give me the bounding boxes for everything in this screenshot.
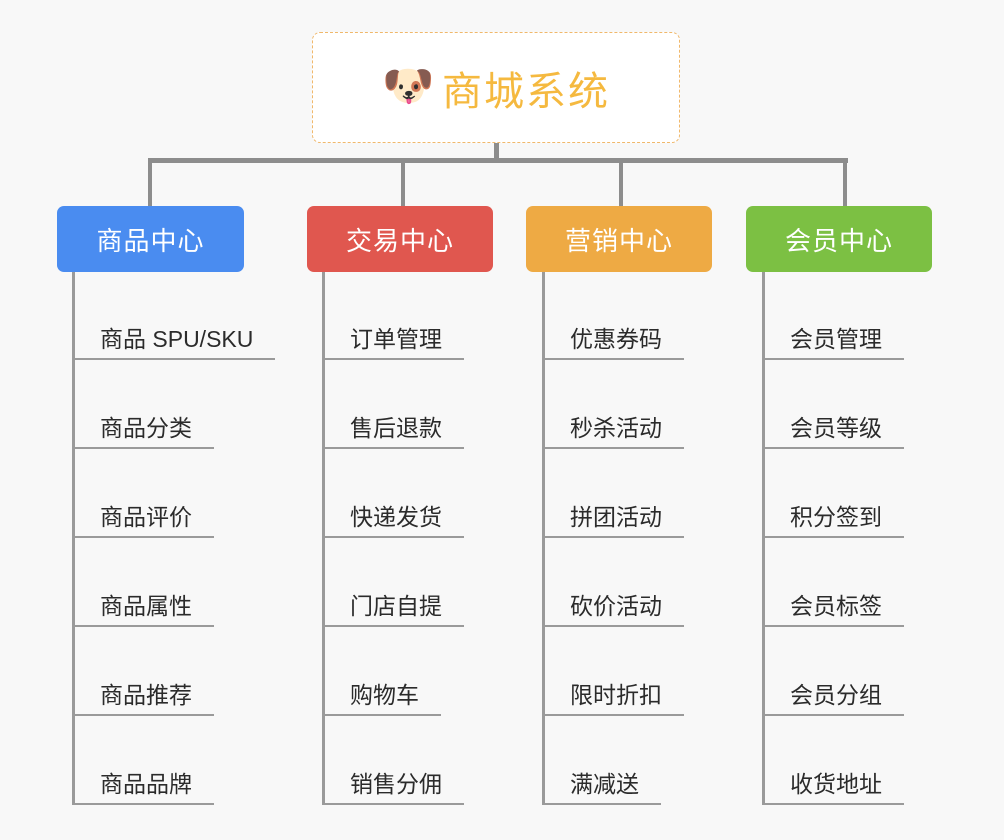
leaf-item-label: 商品评价	[100, 503, 192, 530]
branch-spine	[322, 272, 325, 805]
leaf-item-label: 售后退款	[350, 414, 442, 441]
leaf-item[interactable]: 满减送	[542, 741, 661, 805]
page-title: 商城系统	[442, 69, 610, 114]
leaf-item-label: 会员标签	[790, 592, 882, 619]
leaf-item[interactable]: 会员分组	[762, 652, 904, 716]
leaf-item-label: 商品属性	[100, 592, 192, 619]
leaf-item[interactable]: 商品分类	[72, 385, 214, 449]
leaf-item-label: 商品 SPU/SKU	[100, 325, 254, 352]
root-node-card[interactable]: 🐶 商城系统	[312, 32, 680, 143]
leaf-item-label: 商品品牌	[100, 770, 192, 797]
leaf-item-label: 商品分类	[100, 414, 192, 441]
connector-drop-2	[401, 158, 405, 208]
dog-face-icon: 🐶	[382, 61, 435, 109]
leaf-item[interactable]: 售后退款	[322, 385, 464, 449]
category-label: 会员中心	[784, 225, 893, 256]
category-box-member-center[interactable]: 会员中心	[746, 206, 932, 272]
leaf-item[interactable]: 订单管理	[322, 296, 464, 360]
category-label: 交易中心	[345, 225, 454, 256]
leaf-item-label: 会员分组	[790, 681, 882, 708]
leaf-item-label: 会员管理	[790, 325, 882, 352]
leaf-item-label: 秒杀活动	[570, 414, 662, 441]
leaf-item[interactable]: 限时折扣	[542, 652, 684, 716]
leaf-item[interactable]: 商品评价	[72, 474, 214, 538]
leaf-item[interactable]: 购物车	[322, 652, 441, 716]
branch-spine	[542, 272, 545, 805]
leaf-item-label: 快递发货	[350, 503, 442, 530]
leaf-item-label: 收货地址	[790, 770, 882, 797]
leaf-item[interactable]: 商品品牌	[72, 741, 214, 805]
connector-drop-3	[619, 158, 623, 208]
leaf-item[interactable]: 快递发货	[322, 474, 464, 538]
leaf-item-label: 积分签到	[790, 503, 882, 530]
leaf-item[interactable]: 销售分佣	[322, 741, 464, 805]
leaf-item-label: 限时折扣	[570, 681, 662, 708]
leaf-item[interactable]: 门店自提	[322, 563, 464, 627]
leaf-item-label: 优惠券码	[570, 325, 662, 352]
branch-spine	[72, 272, 75, 805]
leaf-item[interactable]: 收货地址	[762, 741, 904, 805]
category-box-marketing-center[interactable]: 营销中心	[526, 206, 712, 272]
connector-horizontal-bar	[148, 158, 848, 163]
connector-drop-1	[148, 158, 152, 208]
leaf-item[interactable]: 会员等级	[762, 385, 904, 449]
leaf-item[interactable]: 会员管理	[762, 296, 904, 360]
category-box-product-center[interactable]: 商品中心	[57, 206, 244, 272]
leaf-item[interactable]: 砍价活动	[542, 563, 684, 627]
leaf-item[interactable]: 积分签到	[762, 474, 904, 538]
leaf-item-label: 销售分佣	[350, 770, 442, 797]
leaf-item[interactable]: 商品属性	[72, 563, 214, 627]
leaf-item-label: 满减送	[570, 770, 639, 797]
leaf-item[interactable]: 秒杀活动	[542, 385, 684, 449]
leaf-item[interactable]: 会员标签	[762, 563, 904, 627]
leaf-item-label: 会员等级	[790, 414, 882, 441]
category-label: 商品中心	[96, 225, 205, 256]
connector-root-stem	[494, 143, 499, 162]
leaf-item[interactable]: 优惠券码	[542, 296, 684, 360]
leaf-item-label: 订单管理	[350, 325, 442, 352]
branch-spine	[762, 272, 765, 805]
category-label: 营销中心	[564, 225, 673, 256]
leaf-item-label: 拼团活动	[570, 503, 662, 530]
leaf-item-label: 砍价活动	[570, 592, 662, 619]
leaf-item-label: 门店自提	[350, 592, 442, 619]
leaf-item-label: 商品推荐	[100, 681, 192, 708]
leaf-item-label: 购物车	[350, 681, 419, 708]
connector-drop-4	[843, 158, 847, 208]
category-box-trade-center[interactable]: 交易中心	[307, 206, 493, 272]
leaf-item[interactable]: 商品推荐	[72, 652, 214, 716]
leaf-item[interactable]: 商品 SPU/SKU	[72, 296, 276, 360]
leaf-item[interactable]: 拼团活动	[542, 474, 684, 538]
